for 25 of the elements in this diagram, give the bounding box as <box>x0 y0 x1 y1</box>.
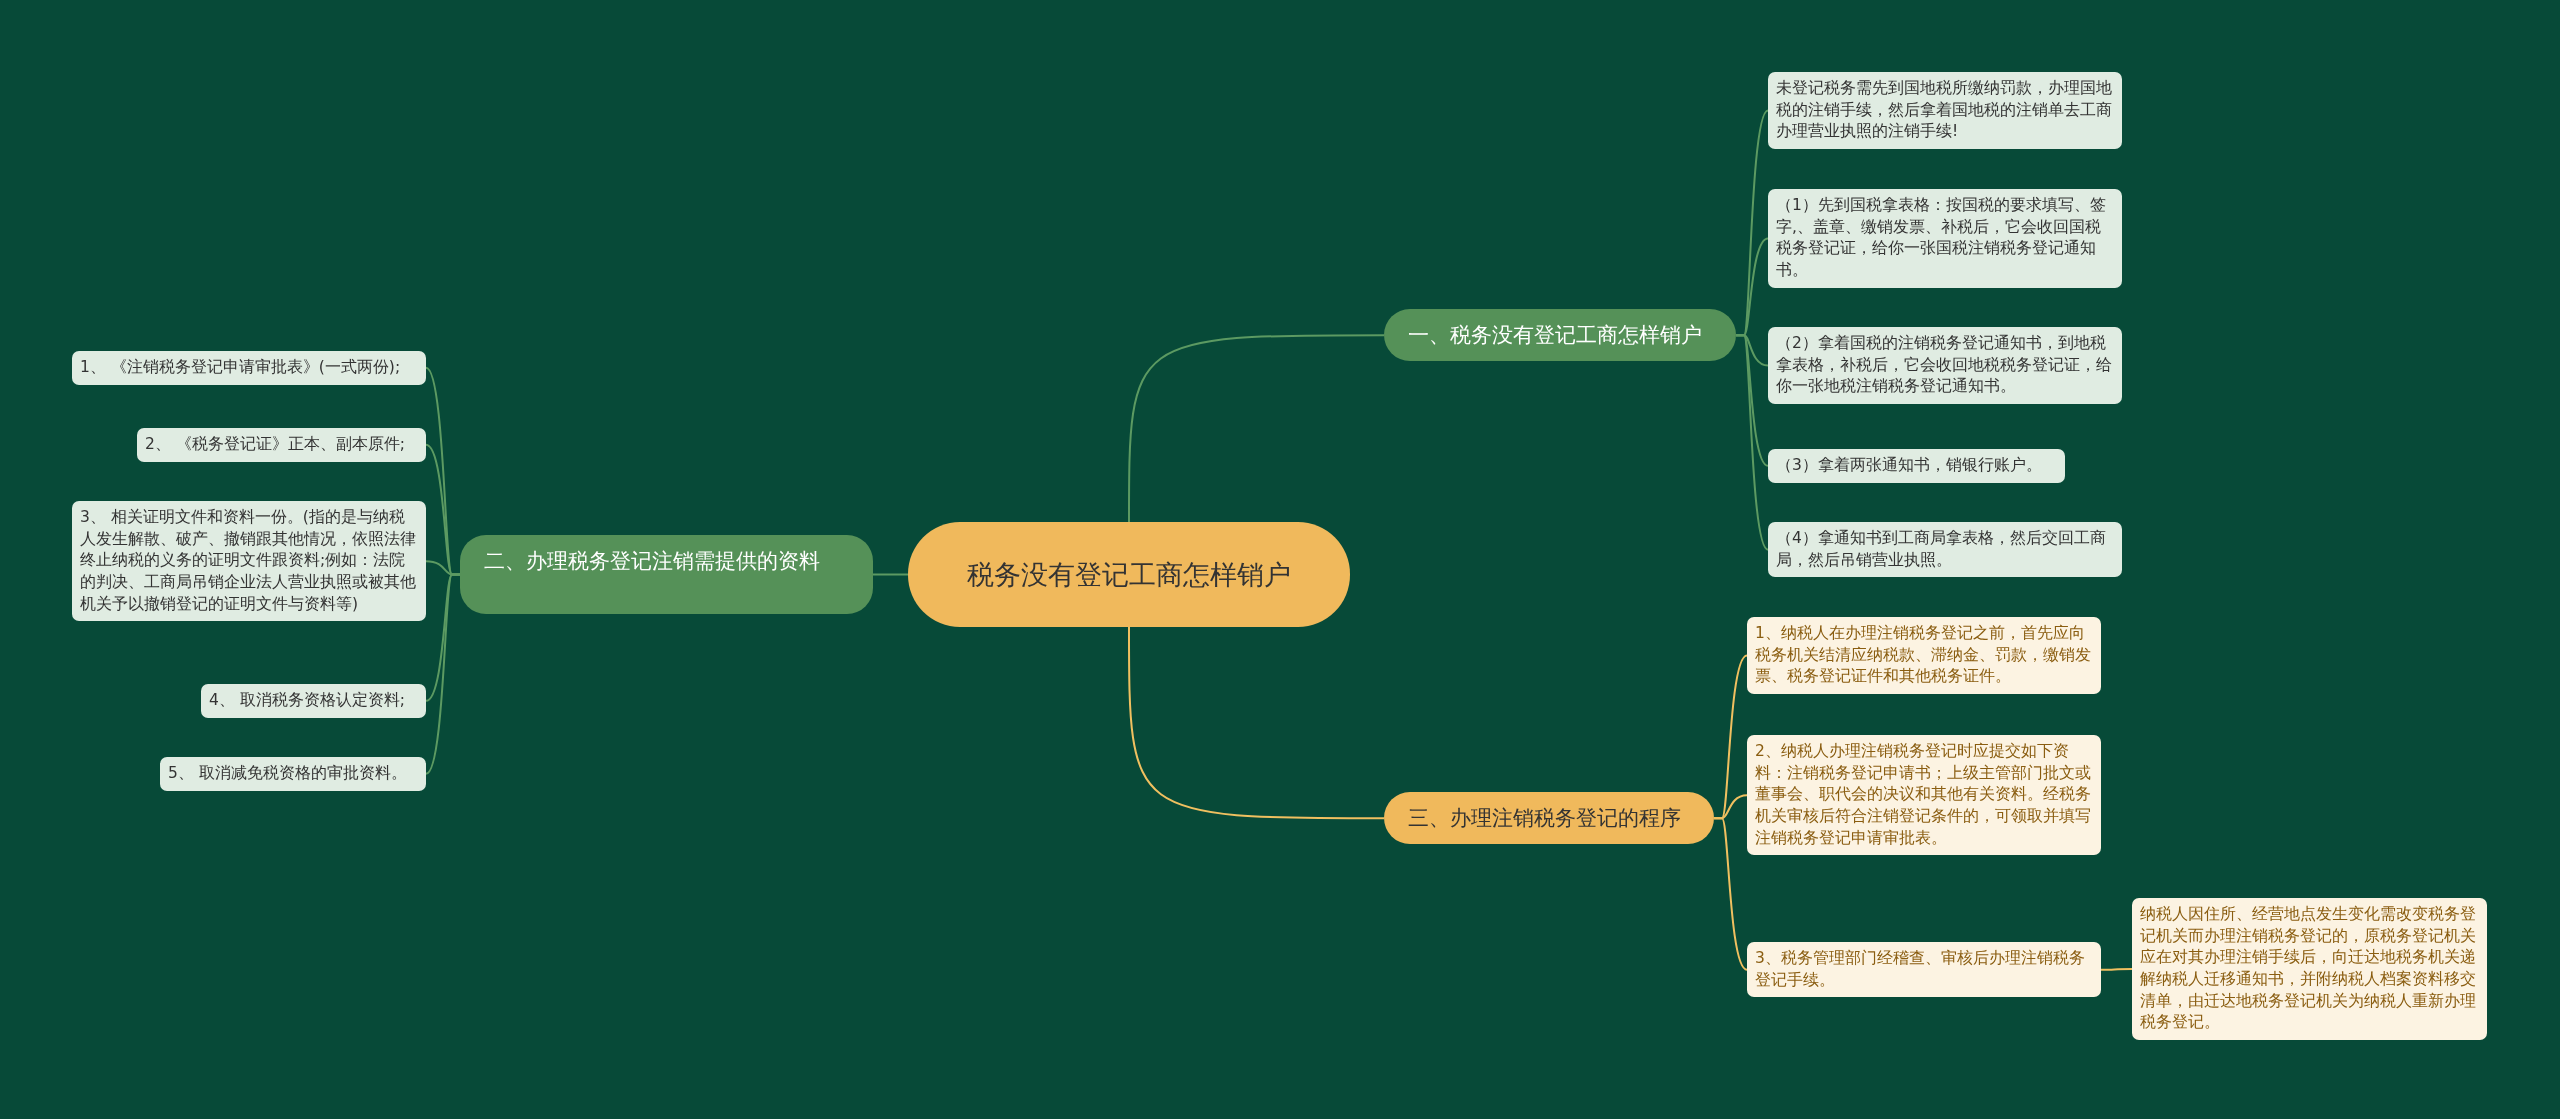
subtopic-box: （3）拿着两张通知书，销银行账户。 <box>1768 449 2065 483</box>
connector-line <box>1713 817 1748 971</box>
subtopic-box: 3、税务管理部门经稽查、审核后办理注销税务登记手续。 <box>1747 942 2101 998</box>
subtopic-box: 5、 取消减免税资格的审批资料。 <box>160 757 426 791</box>
connector-line <box>2100 968 2133 971</box>
subtopic-box: 2、纳税人办理注销税务登记时应提交如下资料：注销税务登记申请书；上级主管部门批文或董事会、职代会的决议和其他有关资料。经税务机关审核后符合注销登记条件的，可领取并填写注销税务登记申请审批表。 <box>1747 735 2101 856</box>
subtopic-box: 3、 相关证明文件和资料一份。(指的是与纳税人发生解散、破产、撤销跟其他情况，依照法律终止纳税的义务的证明文件跟资料;例如：法院的判决、工商局吊销企业法人营业执照或被其他机关予以撤销登记的证明文件与资料等) <box>72 501 426 622</box>
connector-line <box>425 573 461 775</box>
subtopic-box: 2、 《税务登记证》正本、副本原件; <box>137 428 426 462</box>
branch-topic: 三、办理注销税务登记的程序 <box>1384 792 1714 845</box>
subtopic-box: 纳税人因住所、经营地点发生变化需改变税务登记机关而办理注销税务登记的，原税务登记机关应在对其办理注销手续后，向迁达地税务机关递解纳税人迁移通知书，并附纳税人档案资料移交清单，由迁达地税务登记机关为纳税人重新办理税务登记。 <box>2132 898 2487 1041</box>
subtopic-box: 1、纳税人在办理注销税务登记之前，首先应向税务机关结清应纳税款、滞纳金、罚款，缴销发票、税务登记证件和其他税务证件。 <box>1747 617 2101 695</box>
subtopic-box: （1）先到国税拿表格：按国税的要求填写、签字,、盖章、缴销发票、补税后，它会收回国税税务登记证，给你一张国税注销税务登记通知书。 <box>1768 189 2122 288</box>
branch-topic: 一、税务没有登记工商怎样销户 <box>1384 309 1736 362</box>
central-topic: 税务没有登记工商怎样销户 <box>908 522 1350 627</box>
subtopic-box: （4）拿通知书到工商局拿表格，然后交回工商局，然后吊销营业执照。 <box>1768 522 2122 578</box>
connector-line <box>1128 334 1385 523</box>
branch-topic: 二、办理税务登记注销需提供的资料 <box>460 535 873 614</box>
subtopic-box: （2）拿着国税的注销税务登记通知书，到地税拿表格，补税后，它会收回地税税务登记证，给你一张地税注销税务登记通知书。 <box>1768 327 2122 405</box>
connector-line <box>872 573 909 576</box>
connector-line <box>1128 626 1385 820</box>
subtopic-box: 1、 《注销税务登记申请审批表》(一式两份); <box>72 351 426 385</box>
subtopic-box: 未登记税务需先到国地税所缴纳罚款，办理国地税的注销手续，然后拿着国地税的注销单去工商办理营业执照的注销手续! <box>1768 72 2122 150</box>
connector-line <box>1735 334 1769 551</box>
subtopic-box: 4、 取消税务资格认定资料; <box>201 684 426 718</box>
